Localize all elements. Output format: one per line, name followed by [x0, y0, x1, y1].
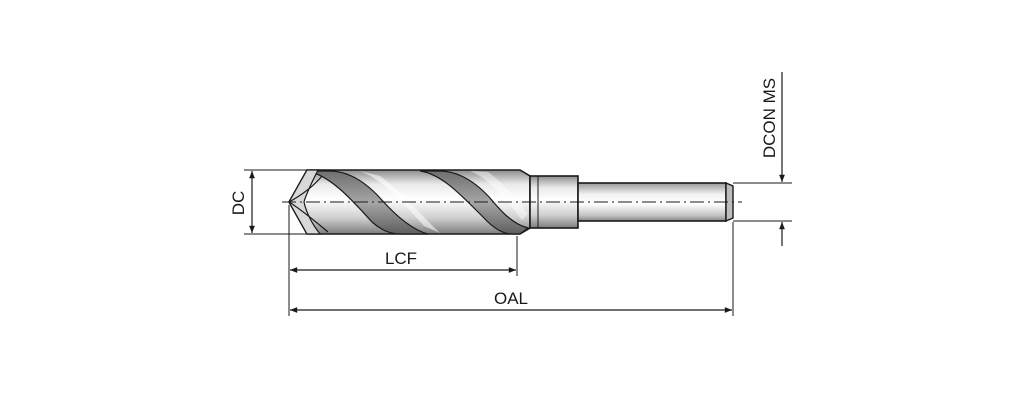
- oal-label: OAL: [494, 289, 528, 308]
- point-cutting-edge: [288, 175, 323, 203]
- dcon-ms-dimension: DCON MS: [733, 72, 792, 246]
- lcf-dimension: LCF: [288, 205, 518, 276]
- oal-dimension: OAL: [288, 222, 734, 316]
- lcf-label: LCF: [385, 249, 417, 268]
- dcon-ms-label: DCON MS: [760, 78, 779, 158]
- flute-land-1: [360, 171, 440, 233]
- point-cutting-edge-2: [288, 201, 329, 233]
- shank-chamfer: [725, 181, 734, 223]
- dc-dimension: DC: [229, 169, 307, 235]
- flute-land-2: [470, 171, 528, 220]
- dc-label: DC: [229, 191, 248, 216]
